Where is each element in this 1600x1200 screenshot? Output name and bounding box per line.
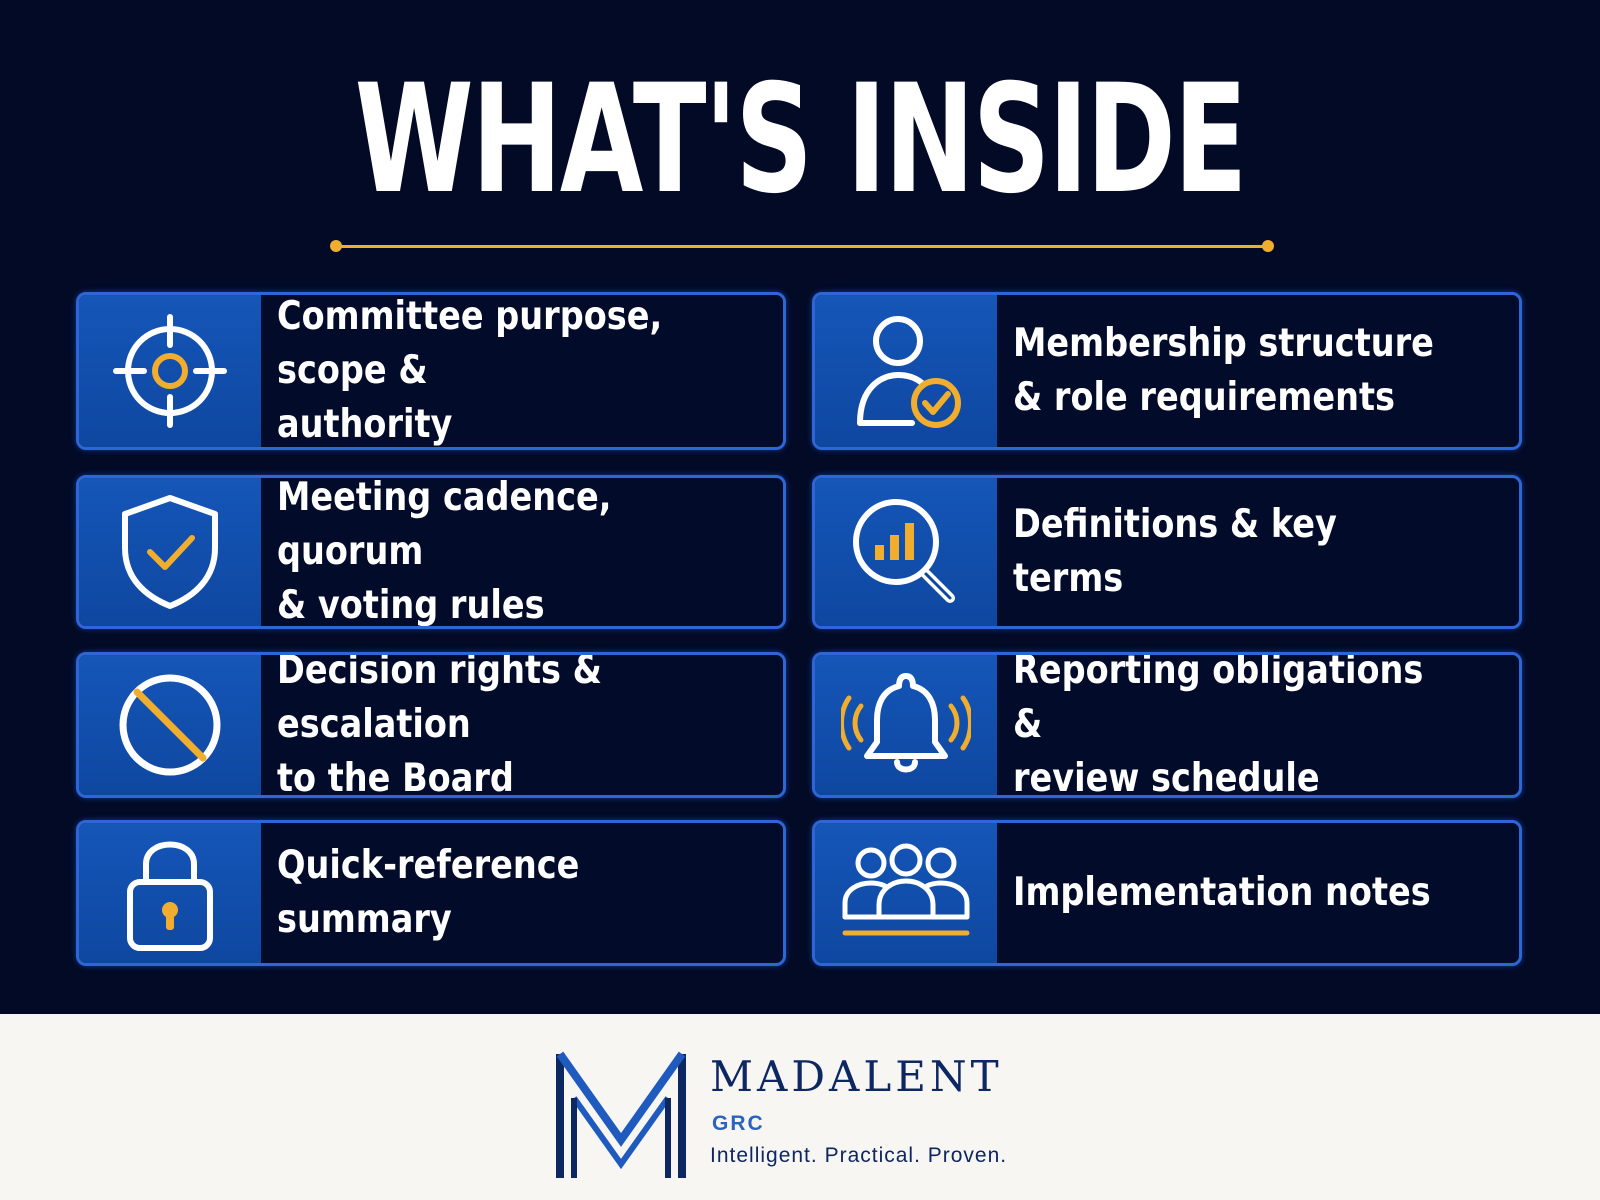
padlock-icon [127,841,213,951]
madalent-logo [556,1051,686,1178]
feature-card: Quick-reference summary [76,820,786,966]
target-icon [113,314,227,428]
feature-card: Decision rights & escalation to the Boar… [76,652,786,798]
feature-card: Reporting obligations & review schedule [812,652,1522,798]
feature-card: Implementation notes [812,820,1522,966]
shield-check-icon [122,495,218,609]
brand-footer [0,1014,1600,1200]
feature-card: Meeting cadence, quorum & voting rules [76,475,786,629]
underline-dot-right [1262,240,1274,252]
feature-label: Reporting obligations & review schedule [1013,652,1424,798]
feature-label: Quick-reference summary [277,843,580,942]
hero-panel: WHAT'S INSIDE Committee purpose, scope &… [76,53,1522,966]
feature-card: Membership structure & role requirements [812,292,1522,450]
feature-label: Implementation notes [1013,870,1431,915]
feature-label: Membership structure & role requirements [1013,321,1434,420]
feature-label: Meeting cadence, quorum & voting rules [277,475,612,628]
feature-card: Committee purpose, scope & authority [76,292,786,450]
team-icon [842,843,970,936]
feature-card: Definitions & key terms [812,475,1522,629]
feature-label: Committee purpose, scope & authority [277,294,663,447]
underline-dot-left [330,240,342,252]
user-check-icon [857,316,961,428]
brand-name: MADALENT [710,1052,1003,1101]
title-underline [336,245,1268,248]
feature-label: Definitions & key terms [1013,502,1337,601]
page-title: WHAT'S INSIDE [354,53,1248,227]
brand-tagline: Intelligent. Practical. Proven. [710,1144,1008,1167]
bell-ringing-icon [841,673,971,773]
prohibited-icon [119,674,221,776]
brand-subtitle: GRC [712,1112,765,1135]
feature-label: Decision rights & escalation to the Boar… [277,652,602,798]
magnifier-chart-icon [853,499,955,603]
